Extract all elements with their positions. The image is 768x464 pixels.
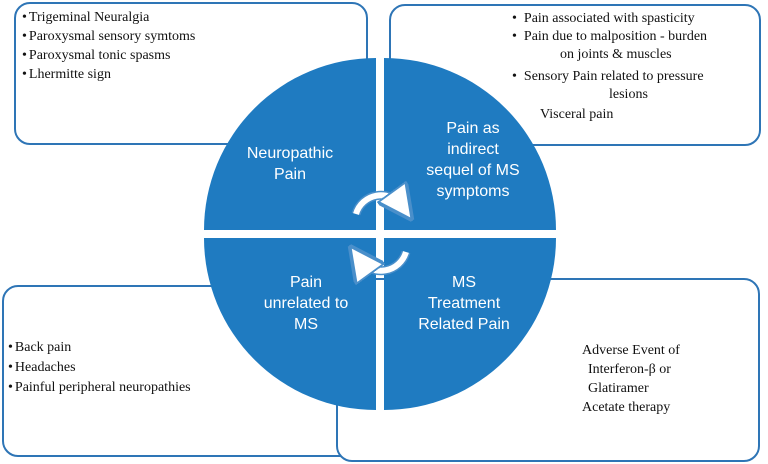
list-item: • Pain due to malposition - burden — [512, 29, 708, 44]
unrelated-pain-list: Back pain Headaches Painful peripheral n… — [8, 338, 191, 398]
list-item: Visceral pain — [540, 107, 614, 122]
treatment-related-text: Adverse Event of Interferon-β or Glatira… — [582, 341, 680, 417]
quadrant-top-left — [204, 58, 376, 230]
list-item-continuation: lesions — [609, 87, 648, 102]
quadrant-label-indirect-sequel: Pain as indirect sequel of MS symptoms — [426, 120, 520, 200]
cycle-arrows-icon — [356, 195, 406, 270]
bullet-icon: • — [512, 69, 524, 84]
quadrant-label-treatment-related: MS Treatment Related Pain — [418, 274, 510, 333]
neuropathic-pain-list: Trigeminal Neuralgia Paroxysmal sensory … — [22, 8, 195, 84]
text-line: Acetate therapy — [582, 400, 671, 415]
list-item: • Sensory Pain related to pressure — [512, 69, 704, 84]
text-line: Adverse Event of — [582, 343, 680, 358]
list-item: Lhermitte sign — [22, 65, 195, 84]
list-item: Painful peripheral neuropathies — [8, 378, 191, 398]
bullet-icon: • — [512, 29, 524, 44]
list-item: Trigeminal Neuralgia — [22, 8, 195, 27]
list-item: Back pain — [8, 338, 191, 358]
quadrant-label-unrelated: Pain unrelated to MS — [263, 274, 349, 333]
list-item: Paroxysmal sensory symtoms — [22, 27, 195, 46]
text-line: Glatiramer — [588, 381, 649, 396]
quadrant-top-right — [384, 58, 556, 230]
bullet-icon: • — [512, 11, 524, 26]
list-item: Paroxysmal tonic spasms — [22, 46, 195, 65]
list-item: Headaches — [8, 358, 191, 378]
quadrant-bottom-right — [384, 238, 556, 410]
text-line: Interferon-β or — [588, 362, 671, 377]
list-item-continuation: on joints & muscles — [560, 47, 672, 62]
quadrant-bottom-left — [204, 238, 376, 410]
list-item: • Pain associated with spasticity — [512, 11, 695, 26]
quadrant-label-neuropathic: Neuropathic Pain — [246, 145, 334, 183]
